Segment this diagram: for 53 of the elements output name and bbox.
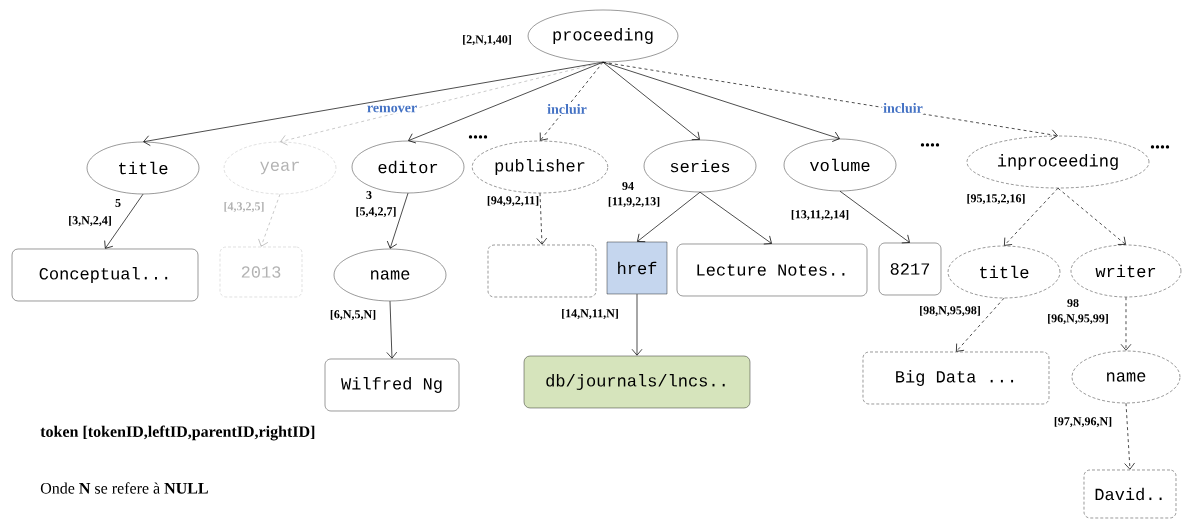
token-label: [96,N,95,99] bbox=[1048, 313, 1108, 325]
value-box: Wilfred Ng bbox=[324, 358, 460, 412]
arrow bbox=[631, 293, 643, 356]
legend-note: Onde N se refere à NULL bbox=[40, 482, 208, 494]
token-label: 98 bbox=[1067, 298, 1079, 308]
attribute-box: href bbox=[606, 241, 668, 295]
token-label: [5,4,2,7] bbox=[356, 206, 396, 218]
arrow bbox=[956, 297, 1005, 352]
edge-label: incluir bbox=[546, 103, 588, 115]
arrow bbox=[104, 193, 144, 249]
token-label: [3,N,2,4] bbox=[69, 215, 111, 227]
token-label: [11,9,2,13] bbox=[608, 196, 660, 208]
value-box: db/journals/lncs.. bbox=[523, 355, 751, 409]
arrow bbox=[386, 300, 398, 359]
arrow bbox=[602, 61, 700, 140]
arrow bbox=[258, 193, 281, 247]
value-box bbox=[487, 244, 597, 298]
arrow bbox=[699, 191, 772, 245]
token-label: [4,3,2,5] bbox=[224, 201, 264, 213]
token-label: 5 bbox=[115, 199, 121, 207]
arrow bbox=[1124, 402, 1135, 470]
token-label: [95,15,2,16] bbox=[967, 193, 1025, 205]
value-box: Lecture Notes.. bbox=[676, 243, 868, 297]
arrow bbox=[839, 190, 910, 244]
arrow bbox=[539, 61, 604, 141]
value-box: Conceptual... bbox=[11, 248, 199, 302]
token-label: [97,N,96,N] bbox=[1054, 416, 1112, 428]
arrow bbox=[536, 192, 548, 245]
arrow bbox=[602, 61, 840, 142]
edge-label: incluir bbox=[882, 102, 924, 114]
token-label: [98,N,95,98] bbox=[920, 305, 980, 317]
value-box: David.. bbox=[1083, 469, 1177, 519]
arrow bbox=[408, 61, 604, 144]
arrow bbox=[1057, 187, 1126, 245]
ellipsis: .... bbox=[468, 135, 488, 139]
token-label: 94 bbox=[622, 181, 634, 190]
arrow bbox=[1004, 187, 1059, 246]
token-label: [13,11,2,14] bbox=[791, 209, 849, 221]
arrow bbox=[637, 191, 701, 242]
legend-note: token [tokenID,leftID,parentID,rightID] bbox=[40, 425, 315, 441]
token-label: [14,N,11,N] bbox=[562, 308, 618, 320]
value-box: Big Data ... bbox=[862, 351, 1050, 405]
token-label: [6,N,5,N] bbox=[330, 309, 376, 321]
value-box: 2013 bbox=[219, 246, 303, 298]
arrow bbox=[602, 61, 1058, 141]
arrow bbox=[386, 192, 409, 249]
token-label: [2,N,1,40] bbox=[463, 34, 511, 46]
token-label: [94,9,2,11] bbox=[487, 195, 539, 207]
arrow bbox=[1120, 296, 1132, 351]
arrow bbox=[280, 61, 604, 146]
edge-label: remover bbox=[365, 104, 419, 114]
ellipsis: .... bbox=[920, 143, 940, 147]
value-box: 8217 bbox=[878, 242, 942, 296]
